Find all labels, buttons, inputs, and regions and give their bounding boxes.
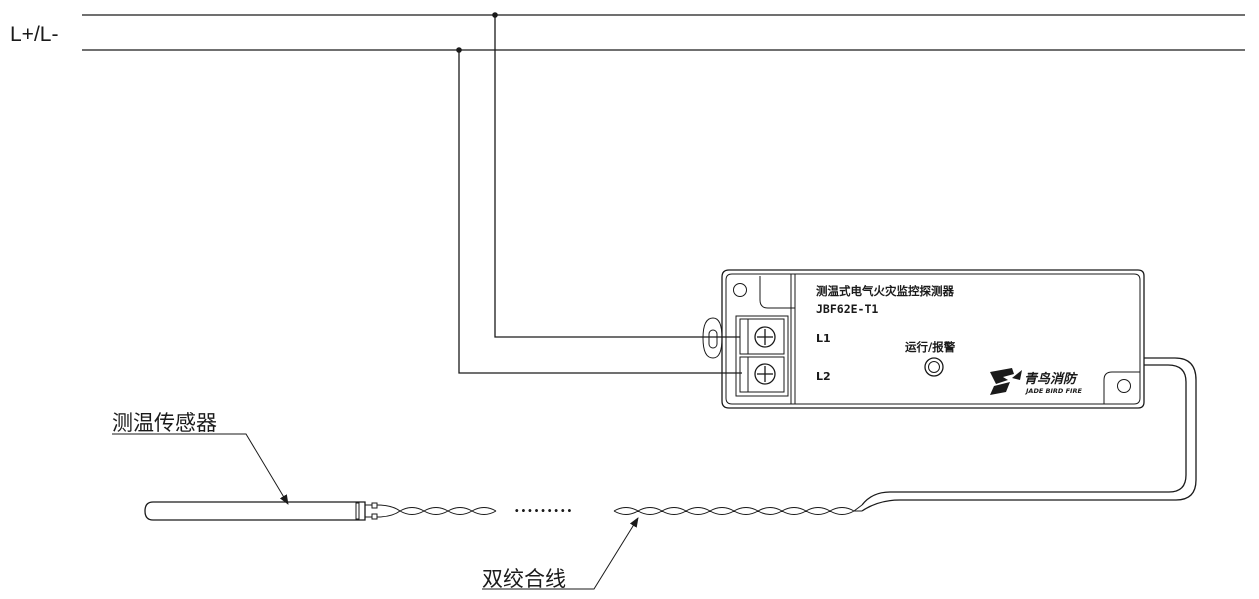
mounting-hole-bottom-right — [1117, 379, 1131, 393]
twisted-pair-leader-arrow — [482, 517, 639, 590]
device-title: 测温式电气火灾监控探测器 — [816, 284, 954, 298]
bird-logo-icon — [990, 368, 1022, 395]
terminal-label-l1: L1 — [816, 332, 831, 345]
bus-label: L+/L- — [10, 23, 58, 46]
wire-ellipsis: ········· — [514, 501, 573, 520]
mounting-hole-top-left — [733, 283, 747, 297]
temperature-sensor-probe — [144, 501, 378, 521]
wire-to-l1 — [494, 15, 740, 338]
indicator-led — [924, 357, 944, 377]
sensor-callout: 测温传感器 — [112, 411, 289, 505]
cable-gland-left — [702, 317, 723, 359]
indicator-label: 运行/报警 — [905, 340, 956, 354]
brand-name-cn: 青鸟消防 — [1024, 371, 1078, 387]
brand-name-en: JADE BIRD FIRE — [1024, 387, 1082, 395]
cable-loop-outer — [861, 357, 1197, 512]
terminal-label-l2: L2 — [816, 370, 831, 383]
wire-to-l2 — [458, 50, 742, 374]
twisted-pair-label: 双绞合线 — [482, 567, 566, 591]
terminal-screw-l1 — [754, 326, 776, 348]
twisted-pair-segment-right — [613, 504, 863, 515]
twisted-pair-callout: 双绞合线 — [482, 517, 639, 591]
twisted-pair-segment-left — [376, 504, 497, 518]
device-model: JBF62E-T1 — [816, 302, 878, 316]
terminal-block — [735, 315, 789, 397]
detector-device: 测温式电气火灾监控探测器 JBF62E-T1 L1 L2 运行/报警 青鸟消防 … — [702, 269, 1145, 409]
device-outer-body — [721, 269, 1145, 409]
brand-logo: 青鸟消防 JADE BIRD FIRE — [990, 368, 1082, 395]
cable-loop-inner — [861, 364, 1187, 506]
terminal-screw-l2 — [754, 363, 776, 385]
sensor-label: 测温传感器 — [112, 411, 217, 435]
sensor-leader-arrow — [112, 433, 289, 505]
